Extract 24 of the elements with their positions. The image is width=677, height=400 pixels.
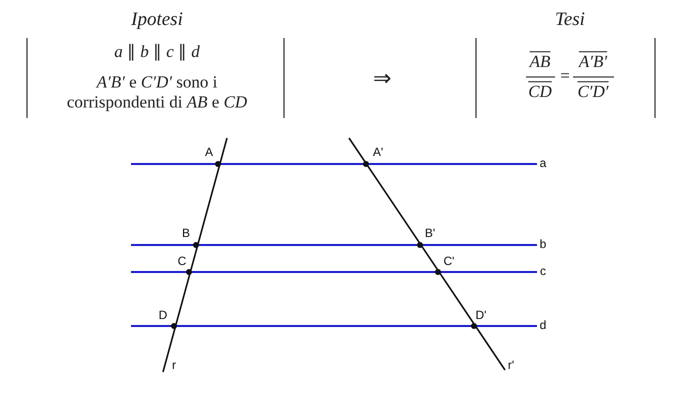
fraction-denominator: C′D′ [577, 82, 609, 102]
line-label: b [540, 238, 546, 252]
hypothesis-text: a ∥ b ∥ c ∥ d [114, 42, 200, 62]
point-label: C' [444, 255, 454, 269]
point-label: B [182, 227, 190, 241]
hypothesis-text: A′B′ e C′D′ sono i corrispondenti di AB e CD [66, 72, 248, 112]
line-label: d [540, 319, 546, 333]
point-label: A [205, 146, 213, 160]
line-label: r' [508, 359, 514, 373]
point-label: D [158, 309, 168, 323]
point-label: A' [372, 146, 384, 160]
point-label: B' [424, 227, 436, 241]
line-label: c [540, 265, 546, 279]
point-label: C [178, 255, 186, 269]
equals-sign: = [560, 66, 570, 86]
fraction-denominator: CD [528, 82, 552, 102]
line-label: r [172, 359, 176, 373]
fraction-numerator: AB [530, 52, 550, 72]
column-heading: Ipotesi [131, 9, 183, 31]
implies-symbol: ⇒ [373, 65, 391, 91]
fraction-numerator: A′B′ [578, 52, 608, 72]
point-label: D' [476, 309, 486, 323]
column-heading: Tesi [555, 9, 585, 31]
line-label: a [540, 157, 546, 171]
